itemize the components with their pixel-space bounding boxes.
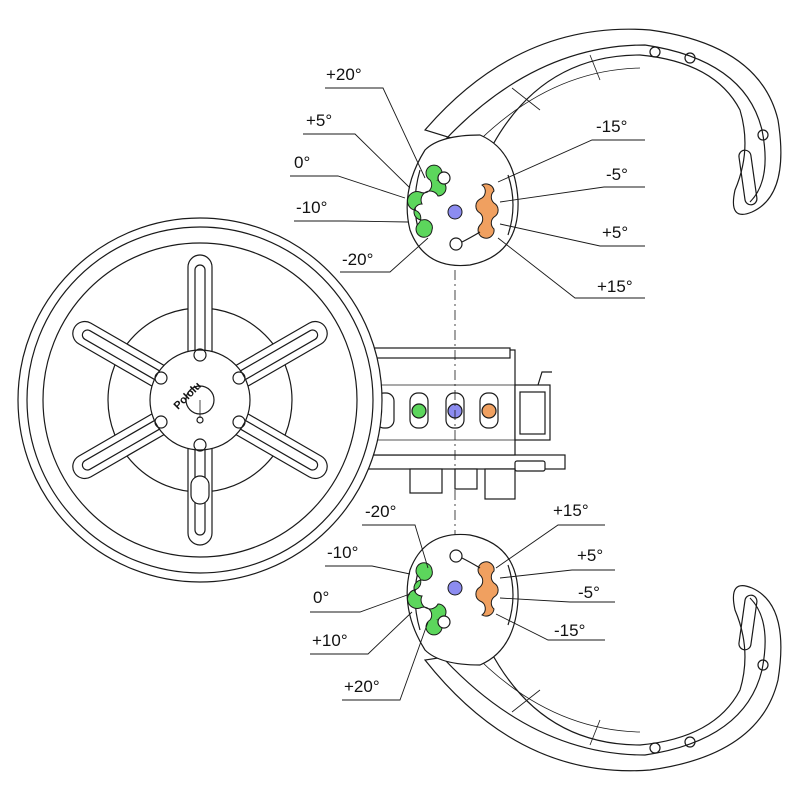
top-label-minus5: -5° (606, 165, 628, 184)
bottom-label-minus20: -20° (365, 502, 396, 521)
wheel: Pololu (17, 217, 383, 583)
bottom-label-plus10: +10° (312, 631, 348, 650)
top-label-plus5-right: +5° (602, 223, 628, 242)
bottom-left-callouts: -20° -10° 0° +10° +20° (310, 502, 429, 701)
top-label-minus10: -10° (296, 198, 327, 217)
top-label-minus15: -15° (596, 117, 627, 136)
bottom-label-minus10: -10° (327, 543, 358, 562)
top-label-plus15: +15° (597, 277, 633, 296)
bottom-label-minus15: -15° (554, 621, 585, 640)
bottom-green-slot (407, 562, 447, 636)
top-orange-slot (475, 183, 499, 239)
top-label-zero: 0° (294, 153, 310, 172)
top-label-plus20: +20° (326, 65, 362, 84)
bottom-label-plus15: +15° (553, 501, 589, 520)
bottom-blue-center (447, 580, 463, 596)
bottom-orange-slot (475, 561, 499, 617)
top-label-minus20: -20° (342, 250, 373, 269)
top-left-callouts: +20° +5° 0° -10° -20° (290, 65, 429, 273)
bottom-label-zero: 0° (313, 588, 329, 607)
top-bracket (406, 28, 782, 267)
orange-mark-body (481, 403, 497, 419)
green-mark-body (411, 403, 427, 419)
top-label-plus5: +5° (306, 111, 332, 130)
bottom-right-callouts: +15° +5° -5° -15° (495, 501, 615, 641)
top-blue-center (447, 204, 463, 220)
top-green-slot (407, 164, 447, 238)
top-right-callouts: -15° -5° +5° +15° (497, 117, 645, 299)
bottom-bracket (406, 533, 782, 772)
bottom-label-minus5: -5° (578, 583, 600, 602)
bottom-label-plus5: +5° (577, 546, 603, 565)
bottom-label-plus20: +20° (344, 677, 380, 696)
